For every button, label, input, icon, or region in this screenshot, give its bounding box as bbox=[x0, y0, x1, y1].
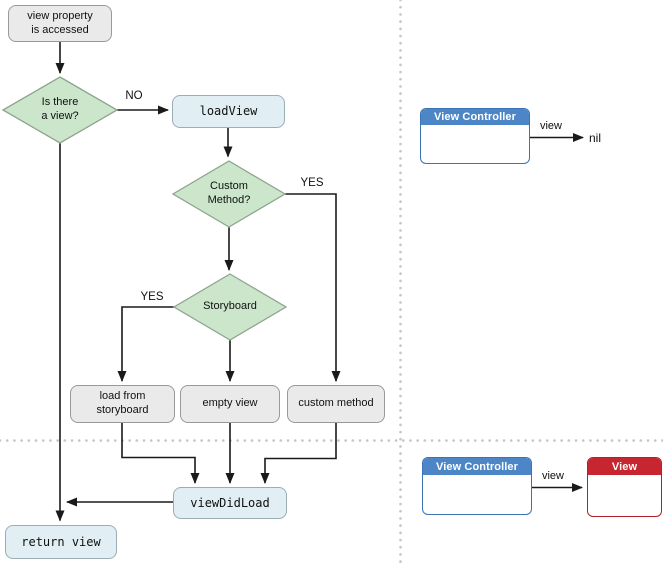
node-viewdidload: viewDidLoad bbox=[173, 487, 287, 519]
uml-view-box: View bbox=[587, 457, 662, 517]
uml-view-controller-bottom-header: View Controller bbox=[423, 458, 531, 475]
edge-custommethod-to-viewdidload bbox=[260, 423, 337, 484]
edge-label-yes-storyboard: YES bbox=[140, 291, 164, 303]
edge-label-view-top: view bbox=[539, 120, 562, 132]
decision-label-custom-method: Custom Method? bbox=[207, 180, 251, 206]
uml-view-controller-bottom: View Controller bbox=[422, 457, 532, 515]
edge-loadfromstoryboard-to-viewdidload bbox=[121, 423, 200, 484]
edge-custommethodq-yes-to-custommethod bbox=[285, 193, 341, 382]
decision-label-is-there-a-view: Is there a view? bbox=[41, 96, 79, 122]
edge-storyboardq-yes-to-loadfromstoryboard bbox=[117, 306, 174, 382]
uml-view-controller-top-header: View Controller bbox=[421, 109, 529, 125]
node-load-from-storyboard: load from storyboard bbox=[70, 385, 175, 423]
decision-is-there-a-view bbox=[1, 76, 119, 144]
node-empty-view: empty view bbox=[180, 385, 280, 423]
node-return-view: return view bbox=[5, 525, 117, 559]
node-view-property-accessed: view property is accessed bbox=[8, 5, 112, 42]
label-nil: nil bbox=[589, 131, 602, 145]
uml-view-controller-top: View Controller bbox=[420, 108, 530, 164]
node-custom-method: custom method bbox=[287, 385, 385, 423]
decision-storyboard bbox=[172, 273, 288, 341]
edge-label-yes-custom: YES bbox=[300, 177, 324, 189]
decision-label-storyboard: Storyboard bbox=[203, 300, 257, 313]
decision-custom-method bbox=[171, 160, 287, 228]
edge-label-no: NO bbox=[125, 90, 143, 102]
edge-label-view-bottom: view bbox=[541, 470, 564, 482]
uml-view-box-header: View bbox=[588, 458, 661, 475]
node-loadview: loadView bbox=[172, 95, 285, 128]
